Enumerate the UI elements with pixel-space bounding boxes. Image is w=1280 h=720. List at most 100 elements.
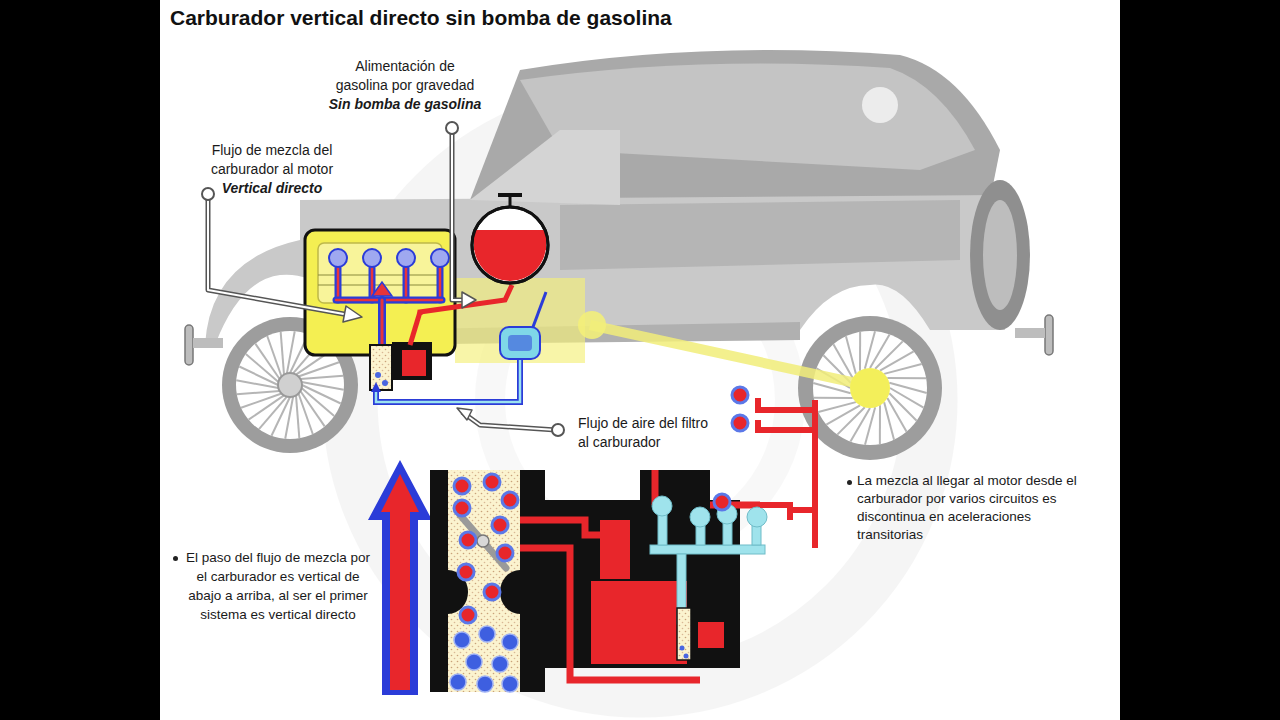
rear-wheel-part-part — [889, 383, 926, 393]
rear-wheel-part-part — [859, 332, 861, 371]
leader-line-part — [457, 408, 472, 420]
flow-arrow-part — [368, 460, 432, 695]
carburetor-detail-part — [448, 470, 520, 692]
drive-shaft — [578, 311, 890, 408]
callout-label: Flujo de aire del filtro al carburador — [578, 414, 716, 452]
car-silhouette-part — [983, 200, 1017, 310]
mixture-droplets-part — [466, 654, 482, 670]
mixture-droplets-part — [502, 492, 518, 508]
carburetor-detail-part-part — [690, 507, 710, 527]
intake-manifold-part — [363, 249, 381, 267]
carburetor-detail-part — [500, 570, 520, 614]
rear-wheel-part — [798, 316, 942, 460]
car-silhouette — [185, 50, 1053, 365]
engine-block-part — [305, 230, 455, 355]
intake-manifold-part — [378, 300, 386, 345]
rear-wheel-part-part — [814, 397, 853, 399]
leader-line-part — [462, 412, 556, 430]
car-silhouette-part — [470, 130, 620, 205]
carburetor-detail-part — [677, 608, 691, 660]
intake-manifold-part — [338, 268, 440, 300]
front-wheel-part-part — [298, 393, 312, 433]
front-wheel-part-part — [259, 397, 287, 430]
engine-block — [305, 230, 455, 355]
car-silhouette-part — [1015, 328, 1045, 338]
air-filter-part — [500, 327, 540, 359]
carburetor-detail-part — [430, 470, 545, 692]
rear-wheel-part — [813, 331, 927, 445]
engine-block-part — [318, 243, 442, 303]
front-wheel-part-part — [302, 388, 335, 416]
rear-wheel-part-part — [887, 377, 926, 379]
mixture-droplets-part — [492, 656, 508, 672]
car-silhouette-part — [560, 200, 960, 270]
front-wheel-part-part — [237, 391, 280, 394]
front-wheel-part — [278, 373, 302, 397]
carburetor-detail-part — [590, 580, 688, 665]
mixture-droplets-part — [484, 584, 500, 600]
carburetor-detail-part — [650, 496, 767, 624]
leader-line-part — [343, 306, 362, 322]
car-silhouette-part — [185, 325, 193, 365]
intake-manifold-part — [431, 249, 449, 267]
mixture-droplets-part — [497, 545, 513, 561]
mixture-droplets-part — [458, 564, 474, 580]
mixture-droplets-part — [454, 478, 470, 494]
car-silhouette-part — [1045, 315, 1053, 355]
air-filter — [371, 292, 546, 402]
front-wheel-part-part — [241, 393, 281, 407]
leader-line-part — [452, 128, 470, 300]
leader-line-part — [202, 188, 214, 200]
air-filter-part — [376, 355, 520, 402]
fuel-tank-part — [420, 285, 512, 315]
carburetor-detail-part — [684, 654, 689, 659]
rear-wheel-part-part — [879, 405, 881, 444]
carburetor-detail-part — [698, 622, 724, 648]
leader-line-part — [208, 196, 355, 316]
carburetor-detail-part-part — [520, 520, 600, 535]
mixture-droplets — [450, 387, 748, 692]
front-wheel-part-part — [302, 382, 344, 390]
mixture-droplets-part — [460, 607, 476, 623]
flow-arrow-part — [381, 474, 419, 690]
callout-label: Alimentación de gasolina por gravedad — [330, 57, 480, 95]
mixture-droplets-part — [714, 494, 730, 510]
carburetor-detail-part-part — [650, 545, 765, 554]
carburetor-detail-part — [520, 470, 760, 680]
carburetor-detail-part-part — [747, 507, 767, 527]
mixture-droplets-part — [492, 517, 508, 533]
gearbox-block — [455, 278, 585, 363]
fuel-tank-part — [509, 196, 512, 207]
carburetor-small-part — [382, 380, 388, 386]
intake-manifold-part — [336, 299, 442, 302]
fuel-tank-part — [410, 312, 420, 345]
carburetor-detail-part-part — [590, 580, 688, 665]
fuel-tank-part — [472, 207, 548, 283]
mixture-droplets-part — [484, 474, 500, 490]
mixture-droplets-part — [502, 676, 518, 692]
bullet-note: La mezcla al llegar al motor desde el ca… — [857, 472, 1079, 544]
rear-wheel — [798, 316, 942, 460]
carburetor-detail-part — [600, 520, 630, 580]
callout-emphasis: Vertical directo — [197, 179, 347, 198]
carburetor-detail-part — [640, 470, 710, 510]
bullet-note: El paso del flujo de mezcla por el carbu… — [180, 548, 376, 624]
leader-line-part — [552, 424, 564, 436]
mixture-droplets-part — [502, 634, 518, 650]
leader-line-part — [208, 196, 355, 316]
mixture-droplets-part — [477, 676, 493, 692]
rear-wheel-part-part — [884, 364, 922, 374]
front-wheel-part-part — [300, 376, 343, 379]
fuel-tank-part — [474, 230, 546, 250]
carburetor-detail-part-part — [652, 496, 672, 516]
intake-manifold-part — [397, 249, 415, 267]
leader-line-part — [462, 292, 476, 308]
intake-manifold-part — [338, 268, 440, 300]
carburetor-small-part — [375, 372, 381, 378]
front-wheel-part-part — [246, 354, 279, 382]
callout-emphasis: Sin bomba de gasolina — [305, 95, 505, 114]
front-wheel-part-part — [296, 395, 299, 438]
intake-manifold-part — [372, 282, 392, 296]
